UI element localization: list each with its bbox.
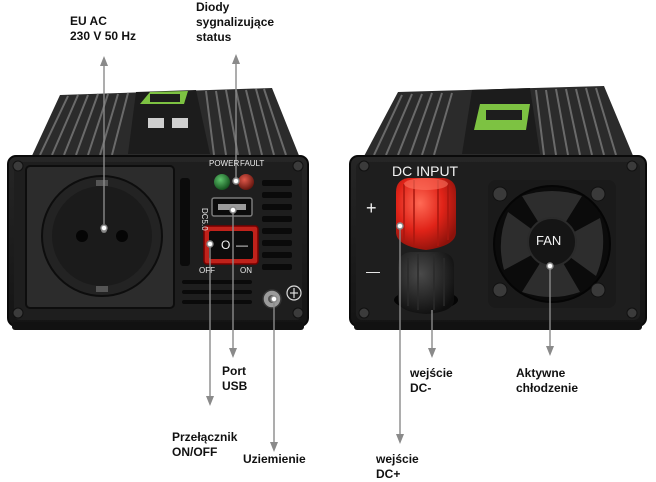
fan-label: FAN — [536, 233, 561, 248]
label-dc-minus-line1: wejście — [410, 366, 453, 380]
usb-marking: DC5.0 — [200, 208, 209, 231]
label-power-switch: Przełącznik ON/OFF — [172, 430, 237, 460]
label-diodes-line2: sygnalizujące — [196, 15, 275, 29]
label-dc-minus: wejście DC- — [410, 366, 453, 396]
label-active-cooling: Aktywne chłodzenie — [516, 366, 578, 396]
label-eu-ac-line2: 230 V 50 Hz — [70, 29, 137, 43]
power-led — [214, 174, 230, 190]
label-grounding-line1: Uziemienie — [243, 452, 306, 466]
switch-off-symbol: O — [221, 238, 230, 252]
dc-plus-terminal — [396, 178, 456, 250]
label-cooling-line1: Aktywne — [516, 366, 566, 380]
label-eu-ac-line1: EU AC — [70, 14, 107, 28]
inverter-ac-side — [7, 88, 309, 330]
power-led-label: POWER — [209, 159, 239, 168]
label-usb-port: Port USB — [222, 364, 247, 394]
plus-symbol: + — [366, 198, 377, 218]
label-dc-plus: wejście DC+ — [376, 452, 419, 482]
dc-minus-terminal — [398, 252, 454, 314]
switch-on-symbol: — — [236, 238, 248, 252]
label-usb-line2: USB — [222, 379, 248, 393]
minus-symbol: — — [366, 263, 380, 279]
label-diodes-line3: status — [196, 30, 232, 44]
fault-led — [238, 174, 254, 190]
dc-input-label: DC INPUT — [392, 163, 459, 179]
switch-on-label: ON — [240, 266, 252, 275]
label-switch-line1: Przełącznik — [172, 430, 238, 444]
label-grounding: Uziemienie — [243, 452, 306, 467]
label-eu-ac: EU AC 230 V 50 Hz — [70, 14, 136, 44]
fault-led-label: FAULT — [240, 159, 264, 168]
label-usb-line1: Port — [222, 364, 246, 378]
ground-symbol-icon — [286, 285, 302, 301]
label-switch-line2: ON/OFF — [172, 445, 218, 459]
label-cooling-line2: chłodzenie — [516, 381, 579, 395]
label-diodes-line1: Diody — [196, 0, 230, 14]
pointer-lines — [100, 54, 554, 452]
label-dc-minus-line2: DC- — [410, 381, 432, 395]
inverter-dc-side — [349, 86, 647, 330]
label-dc-plus-line1: wejście — [376, 452, 419, 466]
switch-off-label: OFF — [199, 266, 215, 275]
label-dc-plus-line2: DC+ — [376, 467, 401, 481]
label-status-diodes: Diody sygnalizujące status — [196, 0, 274, 45]
